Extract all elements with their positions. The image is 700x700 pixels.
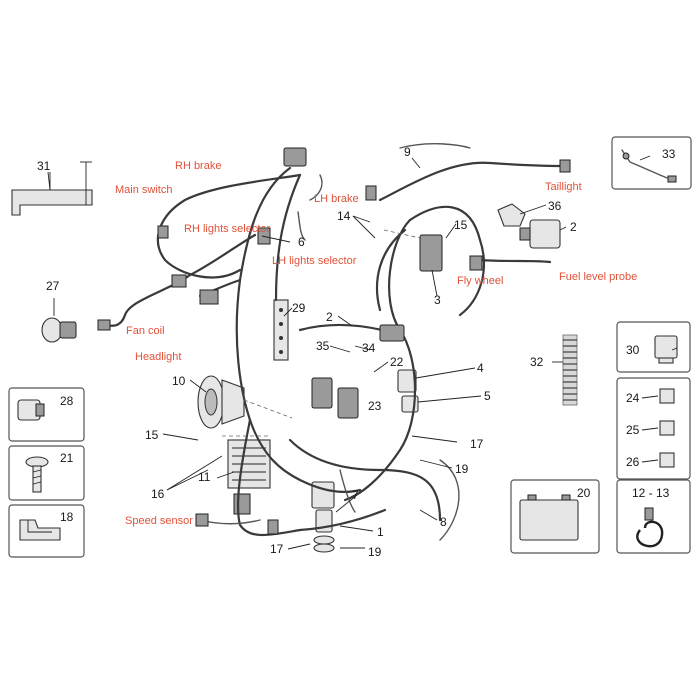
connectors-23 — [311, 369, 419, 419]
dashed-guides — [222, 229, 421, 437]
part-box-12-13 — [616, 479, 691, 554]
num-31: 31 — [37, 159, 51, 173]
num-15-left: 15 — [145, 428, 159, 442]
horn-10 — [197, 375, 245, 429]
num-22: 22 — [390, 355, 404, 369]
num-19-right: 19 — [455, 462, 469, 476]
num-15-top: 15 — [454, 218, 468, 232]
label-rh-brake: RH brake — [175, 160, 221, 172]
part-box-21 — [8, 445, 85, 501]
num-28: 28 — [60, 394, 74, 408]
num-18: 18 — [60, 510, 74, 524]
num-1: 1 — [377, 525, 384, 539]
num-24: 24 — [626, 391, 640, 405]
num-12-13: 12 - 13 — [632, 486, 670, 500]
socket-27 — [41, 298, 77, 343]
num-23: 23 — [368, 399, 382, 413]
part-numbers: 31 27 9 33 36 2 14 15 6 3 29 2 35 34 22 … — [37, 145, 676, 559]
num-17-right: 17 — [470, 437, 484, 451]
num-21: 21 — [60, 451, 74, 465]
num-8: 8 — [440, 515, 447, 529]
num-16: 16 — [151, 487, 165, 501]
num-36: 36 — [548, 199, 562, 213]
num-27: 27 — [46, 279, 60, 293]
bracket-31 — [11, 161, 93, 216]
num-2-coil: 2 — [570, 220, 577, 234]
label-lh-lights-selector: LH lights selector — [272, 255, 357, 267]
regulator-11 — [227, 439, 271, 515]
harness-connectors — [97, 147, 571, 535]
part-box-28 — [8, 387, 85, 442]
relay-29 — [273, 299, 289, 361]
coil-2 — [519, 219, 561, 249]
num-11: 11 — [198, 470, 211, 484]
part-box-30 — [616, 321, 691, 373]
num-6: 6 — [298, 235, 305, 249]
label-lh-brake: LH brake — [314, 193, 359, 205]
num-5: 5 — [484, 389, 491, 403]
ignition-block-1 — [311, 481, 335, 553]
num-10: 10 — [172, 374, 186, 388]
num-32: 32 — [530, 355, 544, 369]
num-30: 30 — [626, 343, 640, 357]
num-4: 4 — [477, 361, 484, 375]
num-33: 33 — [662, 147, 676, 161]
num-35: 35 — [316, 339, 330, 353]
label-headlight: Headlight — [135, 351, 181, 363]
label-taillight: Taillight — [545, 181, 582, 193]
num-19-bottom: 19 — [368, 545, 382, 559]
callout-labels: RH brake Main switch LH brake RH lights … — [115, 160, 637, 527]
label-fan-coil: Fan coil — [126, 325, 165, 337]
num-14: 14 — [337, 209, 351, 223]
part-box-18 — [8, 504, 85, 558]
num-7: 7 — [352, 488, 359, 502]
label-rh-lights-selector: RH lights selector — [184, 223, 271, 235]
label-fuel-level-probe: Fuel level probe — [559, 271, 637, 283]
label-main-switch: Main switch — [115, 184, 172, 196]
label-fly-wheel: Fly wheel — [457, 275, 503, 287]
num-2-mid: 2 — [326, 310, 333, 324]
num-3: 3 — [434, 293, 441, 307]
probe-32 — [562, 334, 578, 406]
cover-36 — [497, 203, 526, 227]
num-26: 26 — [626, 455, 640, 469]
harness-main — [102, 143, 562, 541]
part-box-20 — [510, 479, 600, 554]
part-box-33 — [611, 136, 692, 190]
num-34: 34 — [362, 341, 376, 355]
num-20: 20 — [577, 486, 591, 500]
num-9: 9 — [404, 145, 411, 159]
num-29: 29 — [292, 301, 306, 315]
label-speed-sensor: Speed sensor — [125, 515, 193, 527]
num-25: 25 — [626, 423, 640, 437]
num-17-bottom: 17 — [270, 542, 284, 556]
leader-lines — [47, 155, 678, 550]
